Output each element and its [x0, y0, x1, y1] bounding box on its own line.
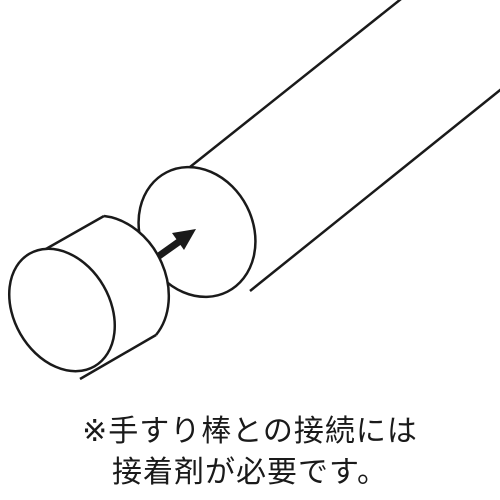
caption-note-line-1: ※手すり棒との接続には — [82, 414, 418, 449]
rod-upper-edge — [189, 0, 402, 168]
rod-body — [190, 0, 500, 291]
caption-note-line-2: 接着剤が必要です。 — [112, 455, 388, 490]
end-cap-back-rim — [103, 214, 171, 336]
end-cap-front-face — [7, 247, 117, 373]
rod-lower-edge — [249, 88, 500, 292]
end-cap-lower-edge — [79, 333, 157, 381]
end-cap — [7, 214, 171, 381]
handrail-rod — [137, 0, 500, 299]
